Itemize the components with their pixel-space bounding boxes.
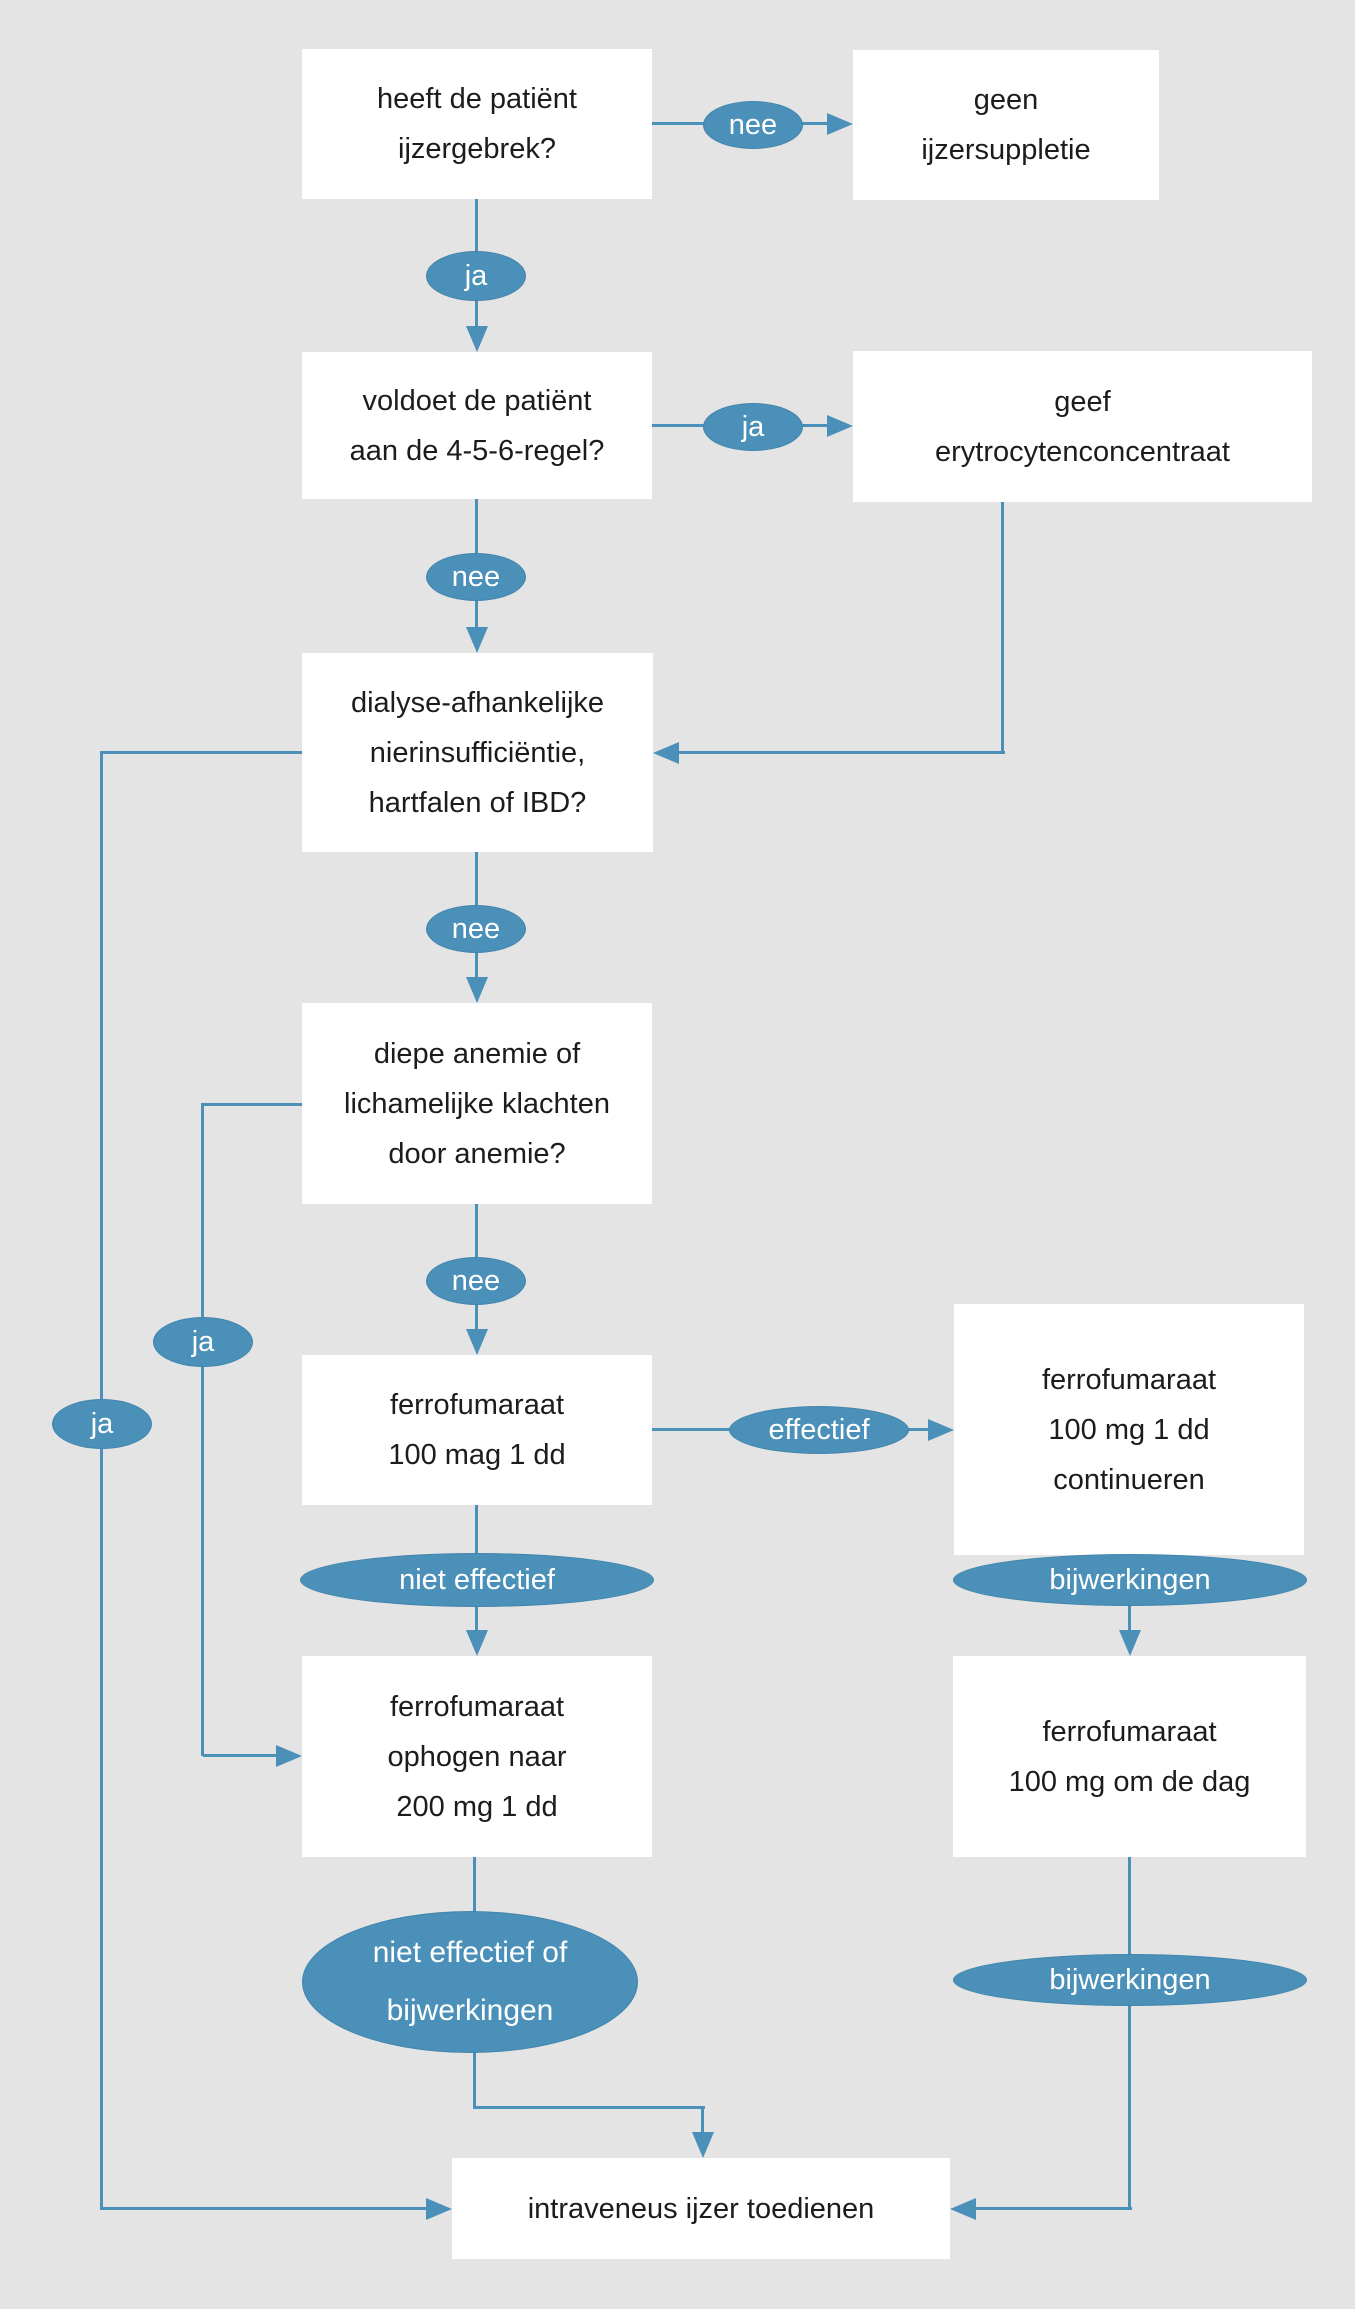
node-456-rule-question: voldoet de patiënt aan de 4-5-6-regel? [302,352,652,499]
arrow-into-rule456 [466,326,488,352]
edge-label-niet-effectief: niet effectief [300,1553,654,1607]
node-ferrofumaraat-om-de-dag: ferrofumaraat 100 mg om de dag [953,1656,1306,1857]
arrow-into-nosuppletion [827,113,853,135]
node-no-iron-suppletion: geen ijzersuppletie [853,50,1159,200]
connector-ja-inner-vertical [201,1103,204,1756]
arrow-into-ferro200 [466,1630,488,1656]
connector-erytrocyten-down [1001,500,1004,753]
connector-ferro200-to-iv-horizontal [474,2106,705,2109]
arrow-into-dialyse [466,627,488,653]
edge-label-ja-outer: ja [52,1399,152,1449]
connector-dialyse-ja-horizontal [102,751,302,754]
node-deep-anemia-question: diepe anemie of lichamelijke klachten do… [302,1003,652,1204]
connector-anemie-ja-horizontal [203,1103,302,1106]
connector-erytrocyten-to-dialyse-horizontal [675,751,1005,754]
edge-label-nee-3: nee [426,905,526,953]
node-intraveneus-ijzer: intraveneus ijzer toedienen [452,2158,950,2259]
connector-ja-outer-vertical [100,751,103,2210]
arrow-into-ferro100 [466,1329,488,1355]
edge-label-ja-inner: ja [153,1317,253,1367]
edge-label-nee-4: nee [426,1257,526,1305]
edge-label-effectief: effectief [729,1406,909,1454]
edge-label-niet-effectief-of-bijwerkingen: niet effectief of bijwerkingen [302,1911,638,2053]
arrow-into-iv-right [950,2198,976,2220]
connector-bijwerkingen-to-iv [972,2207,1132,2210]
node-ferrofumaraat-100: ferrofumaraat 100 mag 1 dd [302,1355,652,1505]
edge-label-bijwerkingen-2: bijwerkingen [953,1954,1307,2006]
arrow-into-omdedag [1119,1630,1141,1656]
node-erytrocytenconcentraat: geef erytrocytenconcentraat [853,351,1312,502]
arrow-into-continueren [928,1419,954,1441]
edge-label-ja-1: ja [426,251,526,301]
arrow-into-erytrocyten [827,415,853,437]
arrow-into-iv-top [692,2132,714,2158]
arrow-into-iv-left [426,2198,452,2220]
edge-label-ja-2: ja [703,403,803,451]
connector-ja-outer-to-iv [102,2207,430,2210]
arrow-into-dialyse-right [653,742,679,764]
edge-label-nee-1: nee [703,101,803,149]
node-dialyse-question: dialyse-afhankelijke nierinsufficiëntie,… [302,653,653,852]
arrow-into-ferro200-left [276,1745,302,1767]
node-iron-deficiency-question: heeft de patiënt ijzergebrek? [302,49,652,199]
edge-label-bijwerkingen-1: bijwerkingen [953,1554,1307,1606]
node-ferrofumaraat-continueren: ferrofumaraat 100 mg 1 dd continueren [954,1304,1304,1555]
edge-label-nee-2: nee [426,553,526,601]
node-ferrofumaraat-200: ferrofumaraat ophogen naar 200 mg 1 dd [302,1656,652,1857]
arrow-into-anemie [466,977,488,1003]
connector-omdedag-down [1128,1857,1131,2210]
connector-elbow-into-iv-top [701,2106,704,2136]
connector-ja-inner-to-ferro200 [203,1754,280,1757]
